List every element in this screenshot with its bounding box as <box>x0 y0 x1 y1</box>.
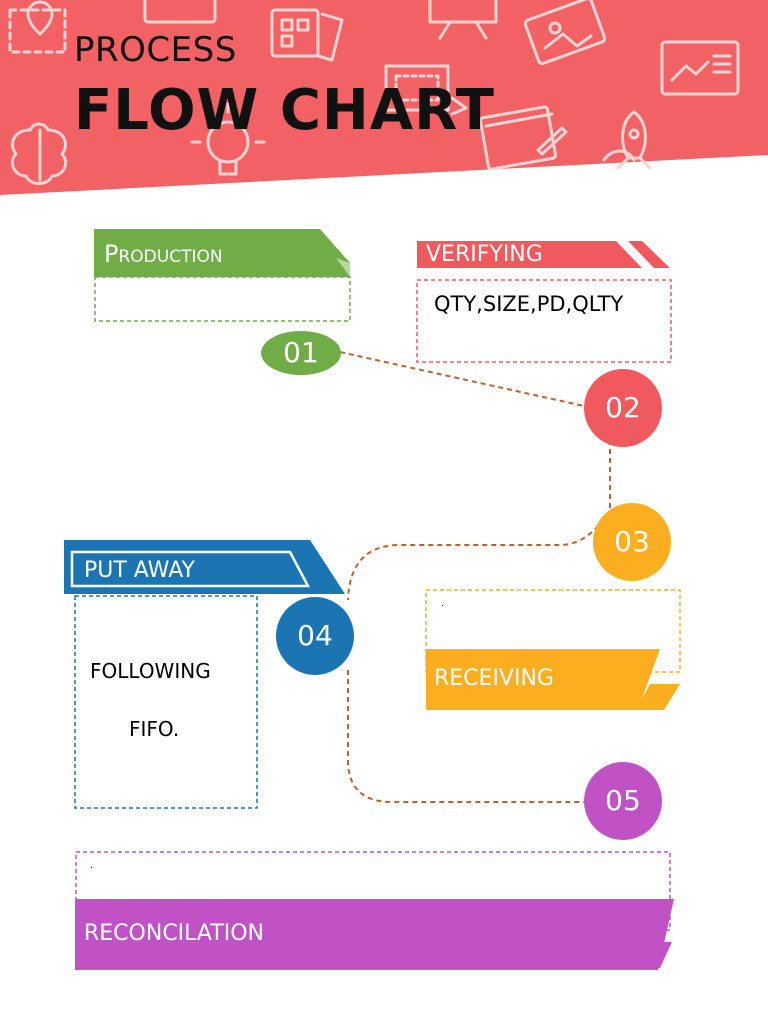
step-02-node <box>584 369 662 447</box>
step-01-number: 01 <box>283 336 319 369</box>
verifying-label: VERIFYING <box>426 242 543 267</box>
production-label: Production <box>104 240 223 268</box>
step-03-number: 03 <box>614 525 650 558</box>
step-05-node <box>584 762 662 840</box>
putaway-detail-line-1: FOLLOWING <box>90 659 211 683</box>
production-label-bar <box>94 229 350 277</box>
title-line-1: PROCESS <box>74 30 237 70</box>
reconcilation-fold <box>650 942 672 968</box>
reconcilation-label-bar <box>75 899 674 970</box>
header-banner <box>0 0 768 195</box>
rocket-icon <box>602 110 652 170</box>
reconcilation-detail-text: . <box>90 860 94 871</box>
connector-04-05 <box>347 670 584 803</box>
putaway-label: PUT AWAY <box>84 558 195 583</box>
image-card-icon <box>660 40 740 96</box>
connector-02-03 <box>347 440 611 601</box>
design-frame-icon <box>384 64 468 116</box>
verifying-stripe <box>616 241 654 268</box>
header-background <box>0 0 768 195</box>
lightbulb-icon <box>190 102 266 176</box>
step-04-number: 04 <box>297 619 333 652</box>
step-03-node <box>593 503 671 581</box>
qr-document-icon <box>270 8 344 62</box>
browser-window-icon <box>478 105 568 171</box>
step-05-number: 05 <box>605 784 641 817</box>
receiving-detail-text: . <box>441 598 445 609</box>
title-line-2: FLOW CHART <box>74 78 495 143</box>
verifying-detail-text: QTY,SIZE,PD,QLTY <box>434 292 624 316</box>
verifying-label-bar <box>417 241 670 268</box>
monitor-icon <box>143 0 217 24</box>
easel-icon <box>428 0 498 40</box>
reconcilation-label: RECONCILATION <box>84 921 264 946</box>
receiving-fold <box>636 684 680 710</box>
step-04-node <box>276 597 354 675</box>
step-02-number: 02 <box>605 391 641 424</box>
brain-icon <box>10 122 68 185</box>
putaway-inner-frame <box>70 550 311 588</box>
verifying-detail-box <box>416 279 672 363</box>
production-fold <box>336 258 350 277</box>
receiving-label: RECEIVING <box>434 666 554 691</box>
putaway-detail-box <box>74 595 258 809</box>
step-01-node <box>261 331 341 375</box>
putaway-label-bar <box>64 540 345 594</box>
picture-pencil-icon <box>523 0 607 65</box>
putaway-detail-line-2: FIFO. <box>129 717 180 741</box>
receiving-label-bar <box>426 649 660 710</box>
production-detail-box <box>94 276 351 322</box>
map-pin-icon <box>8 0 67 54</box>
connector-01-02 <box>339 351 585 407</box>
